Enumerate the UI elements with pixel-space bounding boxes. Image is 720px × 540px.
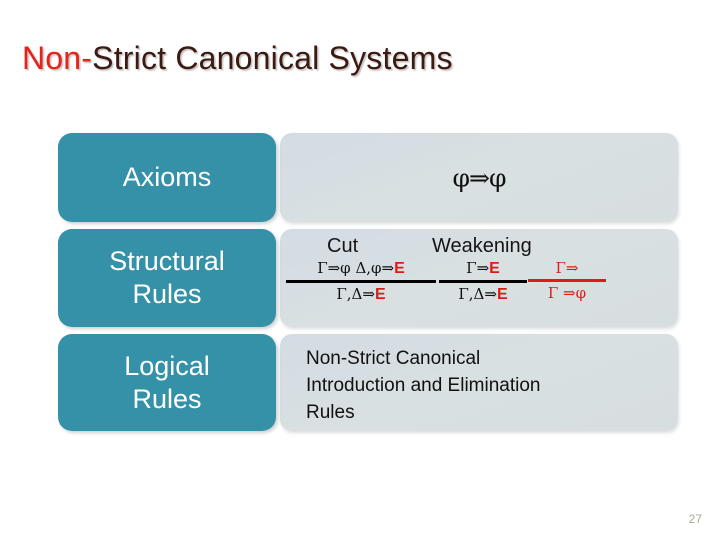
header-weakening: Weakening [432,235,532,257]
page-title-accent: Non- [22,40,93,76]
inference-rule-weakening-1-denominator-text: Γ,Δ⇒ [458,285,497,303]
row-label-structural-line2: Rules [132,279,202,309]
table-row-axioms: Axioms φ⇒φ [58,133,678,222]
header-cut: Cut [327,235,359,257]
row-label-logical-text: Logical Rules [124,350,210,416]
inference-rule-weakening-1-numerator-text: Γ⇒ [466,259,490,277]
row-content-structural: Cut Weakening Γ⇒φ Δ,φ⇒E Γ,Δ⇒E Γ⇒E Γ,Δ⇒E [280,229,678,327]
inference-rule-cut-denominator: Γ,Δ⇒E [286,285,436,303]
row-label-structural-line1: Structural [109,246,225,277]
inference-rule-weakening-1-numerator-E: E [489,260,500,277]
rules-table: Axioms φ⇒φ Structural Rules Cut Weakenin… [58,133,678,438]
inference-rule-cut-denominator-text: Γ,Δ⇒ [336,285,375,303]
logical-rules-description: Non-Strict Canonical Introduction and El… [306,346,666,427]
inference-rule-cut: Γ⇒φ Δ,φ⇒E Γ,Δ⇒E [286,261,436,303]
row-label-logical-line1: Logical [124,350,210,381]
inference-rule-cut-numerator-text: Γ⇒φ Δ,φ⇒ [317,259,395,277]
inference-rule-weakening-1-denominator-E: E [496,286,508,303]
logical-rules-line1: Non-Strict Canonical [306,348,481,369]
structural-rule-headers: Cut Weakening [280,235,678,261]
inference-rule-weakening-2-denominator: Γ ⇒φ [547,284,587,302]
row-content-logical: Non-Strict Canonical Introduction and El… [280,334,678,431]
inference-rule-cut-denominator-E: E [374,286,386,303]
table-row-structural: Structural Rules Cut Weakening Γ⇒φ Δ,φ⇒E… [58,229,678,327]
structural-rule-fractions: Γ⇒φ Δ,φ⇒E Γ,Δ⇒E Γ⇒E Γ,Δ⇒E Γ⇒ Γ ⇒ [280,261,678,323]
inference-rule-weakening-1: Γ⇒E Γ,Δ⇒E [439,261,527,303]
fraction-bar-weakening-1 [439,280,527,283]
inference-rule-weakening-2: Γ⇒ Γ ⇒φ [528,261,606,301]
logical-rules-line2: Introduction and Elimination [306,374,541,396]
page-number: 27 [688,512,702,526]
inference-rule-cut-numerator-E: E [394,260,405,277]
inference-rule-cut-numerator: Γ⇒φ Δ,φ⇒E [286,261,436,279]
row-content-axioms: φ⇒φ [280,133,678,222]
structural-rules-area: Cut Weakening Γ⇒φ Δ,φ⇒E Γ,Δ⇒E Γ⇒E Γ,Δ⇒E [280,235,678,327]
page-title: Non-Strict Canonical Systems [22,40,453,77]
row-label-axioms: Axioms [58,133,276,222]
row-label-logical: Logical Rules [58,334,276,431]
page-title-main: Strict Canonical Systems [92,40,453,76]
inference-rule-weakening-1-denominator: Γ,Δ⇒E [439,285,527,303]
fraction-bar-weakening-2 [528,279,606,282]
fraction-bar-cut [286,280,436,283]
inference-rule-weakening-2-numerator: Γ⇒ [555,259,579,277]
axiom-formula: φ⇒φ [452,163,507,192]
logical-rules-line3: Rules [306,401,355,423]
row-label-logical-line2: Rules [132,383,202,414]
table-row-logical: Logical Rules Non-Strict Canonical Intro… [58,334,678,431]
row-label-structural: Structural Rules [58,229,276,327]
row-label-structural-text: Structural Rules [109,245,225,311]
inference-rule-weakening-1-numerator: Γ⇒E [439,261,527,279]
